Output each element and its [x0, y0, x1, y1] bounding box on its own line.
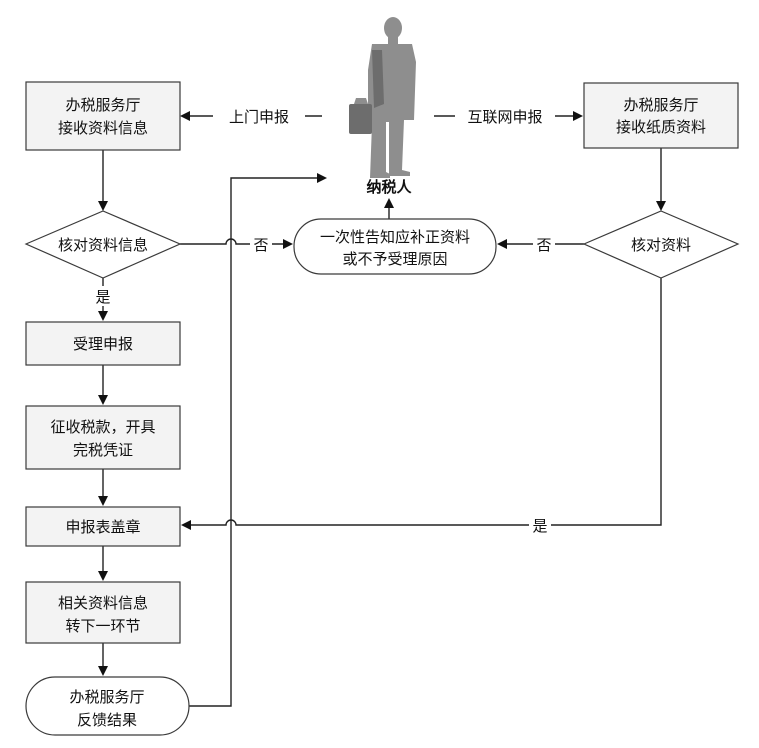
svg-text:受理申报: 受理申报: [73, 335, 133, 353]
svg-text:一次性告知应补正资料: 一次性告知应补正资料: [320, 228, 470, 246]
node-check-docs: 核对资料: [582, 210, 740, 279]
node-collect: 征收税款，开具 完税凭证: [25, 405, 181, 470]
svg-text:办税服务厅: 办税服务厅: [623, 96, 698, 114]
svg-text:相关资料信息: 相关资料信息: [58, 594, 148, 612]
svg-text:完税凭证: 完税凭证: [73, 441, 133, 459]
taxpayer-label: 纳税人: [366, 178, 412, 196]
label-no-right: 否: [536, 236, 551, 254]
edge-yes-right: [190, 278, 662, 526]
svg-text:征收税款，开具: 征收税款，开具: [50, 418, 155, 436]
svg-text:办税服务厅: 办税服务厅: [65, 96, 140, 114]
label-yes-left: 是: [95, 288, 110, 306]
node-accept: 受理申报: [25, 321, 181, 366]
node-transfer: 相关资料信息 转下一环节: [25, 581, 181, 644]
node-stamp: 申报表盖章: [25, 506, 181, 547]
svg-text:办税服务厅: 办税服务厅: [69, 688, 144, 706]
label-yes-right: 是: [532, 517, 547, 535]
label-internet: 互联网申报: [467, 108, 542, 126]
svg-text:核对资料信息: 核对资料信息: [58, 236, 148, 254]
svg-text:反馈结果: 反馈结果: [77, 711, 137, 729]
svg-text:转下一环节: 转下一环节: [65, 617, 140, 635]
label-onsite: 上门申报: [229, 108, 289, 126]
node-notify: 一次性告知应补正资料 或不予受理原因: [293, 218, 497, 275]
node-hall-receive-paper: 办税服务厅 接收纸质资料: [583, 82, 739, 149]
svg-text:核对资料: 核对资料: [631, 236, 691, 254]
edge-feedback-loop: [189, 177, 318, 707]
taxpayer-person-icon: [349, 17, 416, 178]
node-check-info: 核对资料信息: [24, 210, 182, 279]
svg-text:接收纸质资料: 接收纸质资料: [616, 118, 706, 136]
label-no-left: 否: [253, 236, 268, 254]
node-hall-receive-info: 办税服务厅 接收资料信息: [25, 81, 181, 151]
svg-text:或不予受理原因: 或不予受理原因: [342, 250, 447, 268]
node-feedback: 办税服务厅 反馈结果: [25, 676, 190, 736]
svg-text:申报表盖章: 申报表盖章: [65, 518, 140, 536]
svg-text:接收资料信息: 接收资料信息: [58, 119, 148, 137]
